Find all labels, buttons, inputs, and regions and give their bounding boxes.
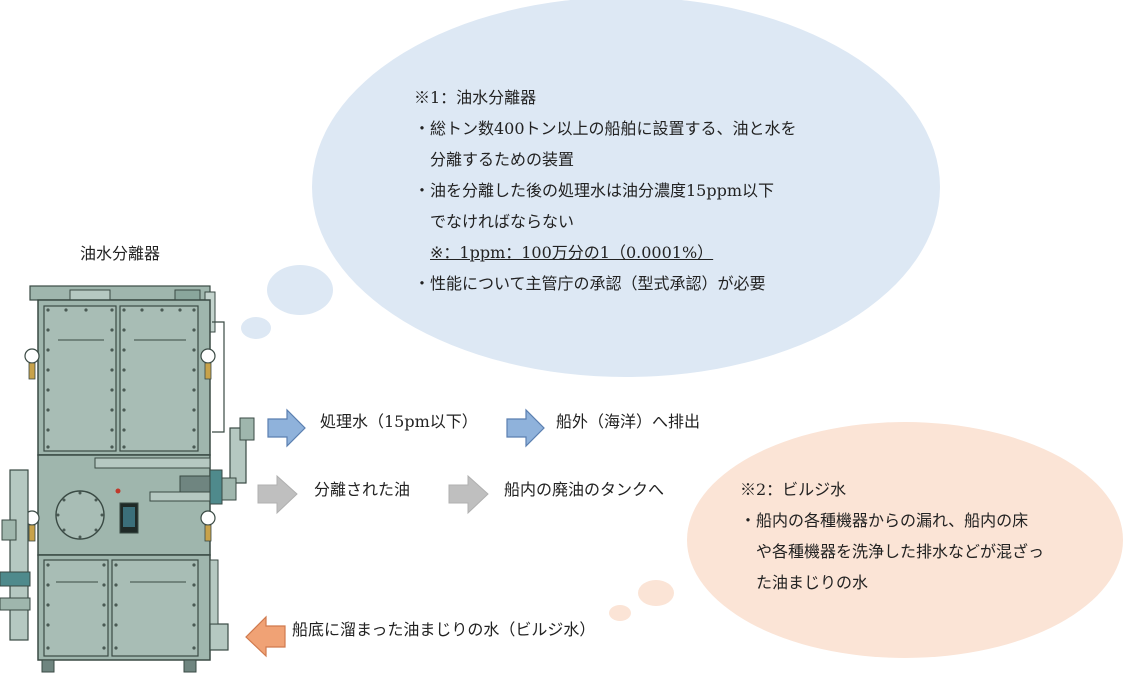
thought-bubble-1-tail-large xyxy=(267,265,333,315)
note1-heading: ※1：油水分離器 xyxy=(414,88,537,107)
flow-waste-tank: 船内の廃油のタンクへ xyxy=(504,480,665,499)
note1-line6: ・性能について主管庁の承認（型式承認）が必要 xyxy=(414,274,766,293)
note1-line1: ・総トン数400トン以上の船舶に設置する、油と水を xyxy=(414,119,797,138)
note1-line4: でなければならない xyxy=(414,212,575,231)
note1-line2: 分離するための装置 xyxy=(414,150,575,169)
thought-bubble-1 xyxy=(312,0,940,377)
arrow-overboard xyxy=(506,408,545,448)
oil-water-separator-machine xyxy=(0,285,255,673)
flow-overboard: 船外（海洋）へ排出 xyxy=(556,412,701,431)
flow-treated-water: 処理水（15pm以下） xyxy=(320,412,478,431)
arrow-bilge-in xyxy=(245,615,286,658)
thought-bubble-2 xyxy=(687,422,1123,658)
arrow-waste-tank xyxy=(448,474,489,515)
thought-bubble-2-tail-small xyxy=(609,605,631,621)
thought-bubble-2-tail-large xyxy=(638,580,674,606)
note2-line1: ・船内の各種機器からの漏れ、船内の床 xyxy=(740,511,1029,530)
thought-bubble-1-tail-small xyxy=(241,317,271,339)
note2-heading: ※2：ビルジ水 xyxy=(740,480,847,499)
note2-line3: た油まじりの水 xyxy=(740,573,869,592)
note1-footnote: ※：1ppm：100万分の1（0.0001%） xyxy=(430,243,714,262)
note2-block: ※2：ビルジ水 ・船内の各種機器からの漏れ、船内の床 や各種機器を洗浄した排水な… xyxy=(740,474,1044,598)
machine-label: 油水分離器 xyxy=(80,244,161,263)
arrow-treated-water xyxy=(267,408,306,448)
note1-block: ※1：油水分離器 ・総トン数400トン以上の船舶に設置する、油と水を 分離するた… xyxy=(414,82,797,299)
note2-line2: や各種機器を洗浄した排水などが混ざっ xyxy=(740,542,1045,561)
flow-separated-oil: 分離された油 xyxy=(314,480,411,499)
note1-line3: ・油を分離した後の処理水は油分濃度15ppm以下 xyxy=(414,181,775,200)
flow-bilge-in: 船底に溜まった油まじりの水（ビルジ水） xyxy=(292,620,596,639)
arrow-separated-oil xyxy=(257,474,298,515)
